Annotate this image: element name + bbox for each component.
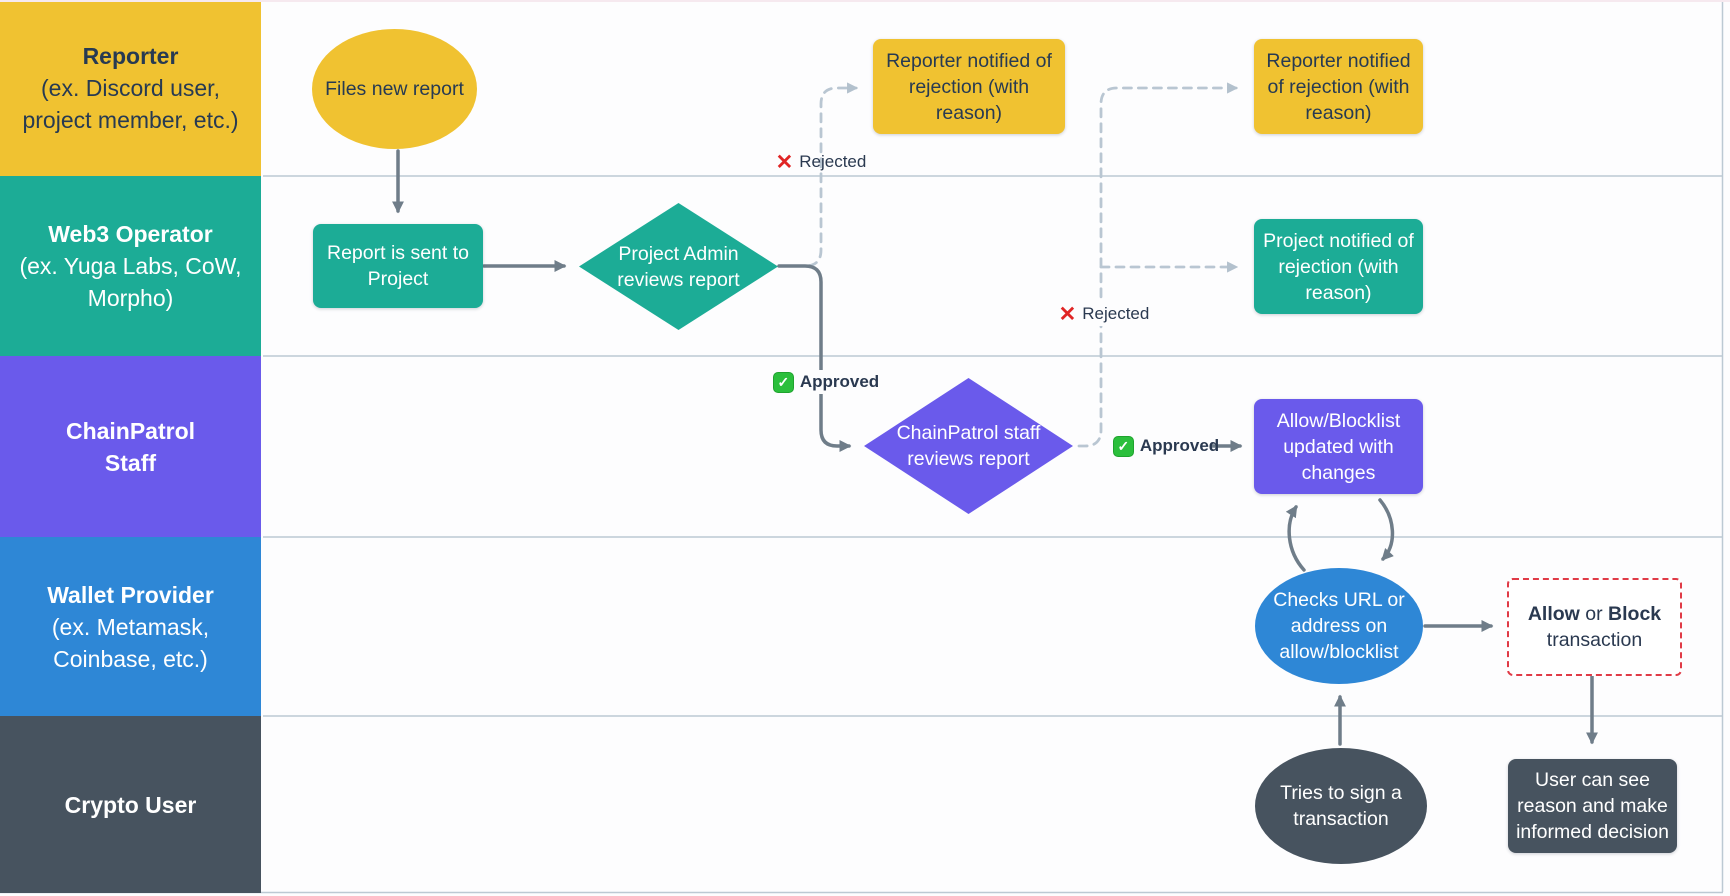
lane-label-web3-operator: Web3 Operator (ex. Yuga Labs, CoW, Morph… — [0, 176, 261, 356]
node-report-sent-to-project: Report is sent to Project — [313, 224, 483, 308]
node-tries-to-sign-transaction: Tries to sign a transaction — [1255, 748, 1427, 864]
lane-title: Wallet Provider — [47, 581, 214, 608]
node-files-new-report: Files new report — [312, 29, 477, 149]
block-word: Block — [1608, 603, 1662, 625]
lane-subtitle: (ex. Metamask, Coinbase, etc.) — [51, 613, 210, 672]
lane-label-crypto-user: Crypto User — [0, 716, 261, 893]
approved-label: Approved — [1139, 436, 1220, 455]
edge-allow-blocklist-to-checks-url — [1378, 498, 1395, 561]
allow-or-block-line1: Allow or Block — [1528, 601, 1661, 627]
edge-approved-to-chainpatrol-review — [777, 264, 852, 452]
edge-label-approved-chainpatrol: ✓ Approved — [1110, 434, 1222, 458]
allow-word: Allow — [1527, 603, 1580, 625]
lane-label-reporter: Reporter (ex. Discord user, project memb… — [0, 0, 261, 176]
rejected-x-icon: ✕ — [1058, 302, 1077, 326]
approved-check-icon: ✓ — [772, 371, 794, 393]
approved-check-icon: ✓ — [1112, 435, 1134, 457]
lane-label-wallet-provider: Wallet Provider (ex. Metamask, Coinbase,… — [0, 537, 261, 716]
approved-label: Approved — [799, 372, 880, 391]
node-project-notified-of-rejection: Project notified of rejection (with reas… — [1254, 219, 1423, 314]
rejected-x-icon: ✕ — [775, 150, 794, 174]
node-checks-url-or-address: Checks URL or address on allow/blocklist — [1255, 568, 1423, 684]
lane-title: Crypto User — [64, 791, 197, 818]
node-allow-blocklist-updated: Allow/Blocklist updated with changes — [1254, 399, 1423, 494]
or-word: or — [1579, 603, 1609, 625]
node-user-can-see-reason: User can see reason and make informed de… — [1508, 759, 1677, 853]
node-reporter-notified-of-rejection-2: Reporter notified of rejection (with rea… — [1254, 39, 1423, 134]
rejected-label: Rejected — [799, 152, 867, 171]
lane-subtitle: (ex. Yuga Labs, CoW, Morpho) — [19, 253, 242, 311]
lane-title: ChainPatrol Staff — [65, 417, 196, 476]
allow-or-block-line2: transaction — [1546, 629, 1643, 651]
lane-title: Reporter — [82, 43, 179, 69]
lane-title: Web3 Operator — [48, 221, 213, 247]
lane-label-chainpatrol-staff: ChainPatrol Staff — [0, 356, 261, 537]
edge-checks-url-to-allow-blocklist — [1285, 505, 1306, 572]
rejected-label: Rejected — [1082, 304, 1150, 323]
top-edge-strip — [0, 0, 1730, 2]
edge-rejected-to-reporter-notified-1 — [777, 82, 859, 268]
edge-label-rejected-project: ✕ Rejected — [771, 150, 871, 174]
node-reporter-notified-of-rejection-1: Reporter notified of rejection (with rea… — [873, 39, 1065, 134]
edge-label-rejected-chainpatrol: ✕ Rejected — [1051, 302, 1157, 326]
edge-label-approved-project: ✓ Approved — [767, 370, 885, 394]
node-allow-or-block-transaction: Allow or Block transaction — [1507, 578, 1682, 676]
lane-subtitle: (ex. Discord user, project member, etc.) — [22, 75, 239, 133]
